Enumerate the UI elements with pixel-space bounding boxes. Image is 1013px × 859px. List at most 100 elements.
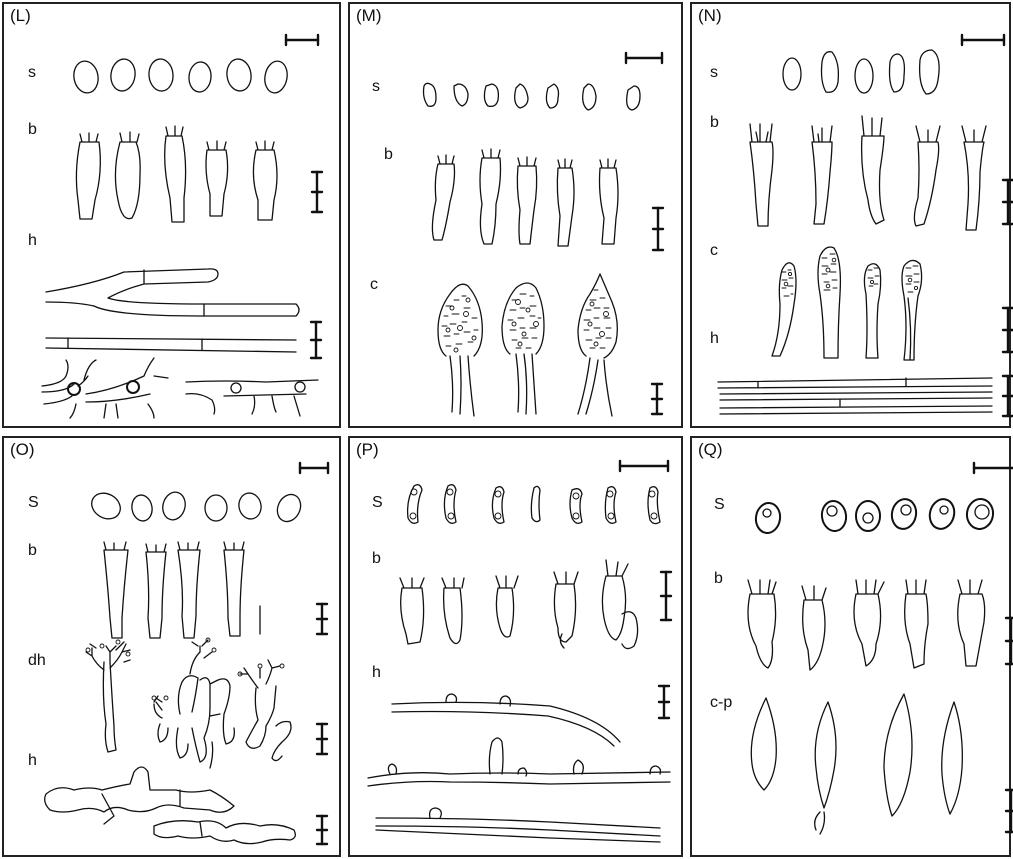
basidium bbox=[962, 126, 986, 230]
scale-bar bbox=[311, 322, 321, 358]
spore bbox=[515, 84, 528, 108]
basidium bbox=[432, 155, 454, 240]
panel-n-drawings bbox=[692, 4, 1013, 430]
spore bbox=[225, 57, 253, 92]
panel-m: (M) s b c bbox=[348, 2, 683, 428]
hypha bbox=[46, 269, 299, 316]
scale-bar bbox=[286, 35, 318, 45]
basidia-row bbox=[76, 126, 277, 222]
spore bbox=[205, 495, 227, 521]
scale-bar bbox=[652, 384, 662, 414]
scale-bar bbox=[962, 35, 1004, 45]
spore bbox=[605, 487, 616, 524]
scale-bar bbox=[317, 604, 327, 634]
basidium bbox=[104, 542, 128, 638]
spore bbox=[627, 86, 640, 110]
basidia-row bbox=[750, 116, 986, 230]
basidium bbox=[165, 126, 186, 222]
spore bbox=[188, 61, 213, 93]
basidium bbox=[480, 149, 501, 244]
scale-bar bbox=[1006, 618, 1013, 664]
basidium bbox=[554, 572, 578, 648]
cystidium bbox=[438, 284, 482, 416]
spore bbox=[965, 497, 995, 530]
basidium bbox=[400, 578, 424, 644]
scale-bar bbox=[1003, 376, 1013, 416]
hypha bbox=[45, 767, 296, 844]
basidium bbox=[253, 141, 277, 220]
spore bbox=[444, 485, 456, 524]
spore bbox=[583, 84, 596, 110]
clamp-connection bbox=[186, 380, 318, 416]
cystidium bbox=[818, 247, 840, 358]
cystidium bbox=[772, 263, 796, 356]
panel-q-drawings bbox=[692, 438, 1013, 859]
basidium bbox=[914, 126, 940, 226]
spore bbox=[148, 58, 175, 92]
basidia-row bbox=[104, 542, 260, 638]
hypha bbox=[368, 738, 670, 786]
basidium bbox=[958, 580, 985, 666]
panel-n: (N) s b c h bbox=[690, 2, 1011, 428]
spore bbox=[855, 59, 873, 93]
spore bbox=[783, 58, 801, 90]
basidia-row bbox=[400, 560, 638, 649]
hypha bbox=[46, 338, 296, 352]
spore bbox=[484, 84, 498, 106]
spore bbox=[531, 486, 540, 521]
spore bbox=[424, 83, 437, 106]
basidium bbox=[224, 542, 244, 636]
panel-l-drawings bbox=[4, 4, 343, 430]
basidium bbox=[750, 124, 773, 226]
basidium bbox=[854, 580, 884, 666]
basidium bbox=[748, 580, 776, 668]
spore bbox=[890, 54, 905, 92]
basidium bbox=[146, 544, 166, 638]
spore bbox=[822, 52, 839, 93]
panel-p-drawings bbox=[350, 438, 685, 859]
basidium bbox=[862, 116, 884, 224]
spore-row bbox=[424, 83, 641, 110]
basidia-row bbox=[748, 580, 985, 670]
basidium bbox=[442, 578, 464, 644]
basidium bbox=[496, 576, 518, 637]
scale-bar bbox=[653, 208, 663, 250]
panel-m-drawings bbox=[350, 4, 685, 430]
spore bbox=[546, 84, 558, 108]
spore bbox=[754, 501, 782, 534]
spore bbox=[262, 59, 289, 94]
scale-bar bbox=[1003, 308, 1013, 352]
spore-row bbox=[408, 485, 660, 524]
scale-bar bbox=[317, 724, 327, 754]
cystidium bbox=[502, 283, 544, 414]
basidium bbox=[178, 542, 200, 638]
cystidium bbox=[902, 260, 922, 360]
spore bbox=[237, 491, 264, 521]
basidium bbox=[76, 133, 100, 219]
spore bbox=[273, 491, 305, 526]
basidium bbox=[557, 159, 574, 246]
scale-bar bbox=[1003, 180, 1013, 224]
scale-bar bbox=[312, 172, 322, 212]
spore bbox=[87, 488, 125, 524]
cystidium bbox=[815, 702, 836, 834]
dichohyphidium bbox=[152, 638, 234, 768]
spore bbox=[920, 50, 940, 94]
cystidium bbox=[942, 702, 963, 814]
scale-bar bbox=[626, 53, 662, 63]
hypha bbox=[392, 694, 620, 746]
spore bbox=[160, 490, 188, 523]
spore-row bbox=[783, 50, 939, 94]
spore-row bbox=[71, 57, 289, 94]
scale-bar bbox=[620, 461, 668, 471]
basidium bbox=[812, 126, 832, 224]
spore bbox=[408, 485, 422, 524]
spore bbox=[492, 487, 504, 524]
dichohyphidium bbox=[238, 660, 291, 761]
panel-p: (P) S b h bbox=[348, 436, 683, 857]
basidium bbox=[206, 141, 228, 216]
spore bbox=[454, 84, 468, 106]
spore bbox=[130, 493, 154, 522]
spore bbox=[856, 501, 880, 531]
scale-bar bbox=[317, 816, 327, 844]
